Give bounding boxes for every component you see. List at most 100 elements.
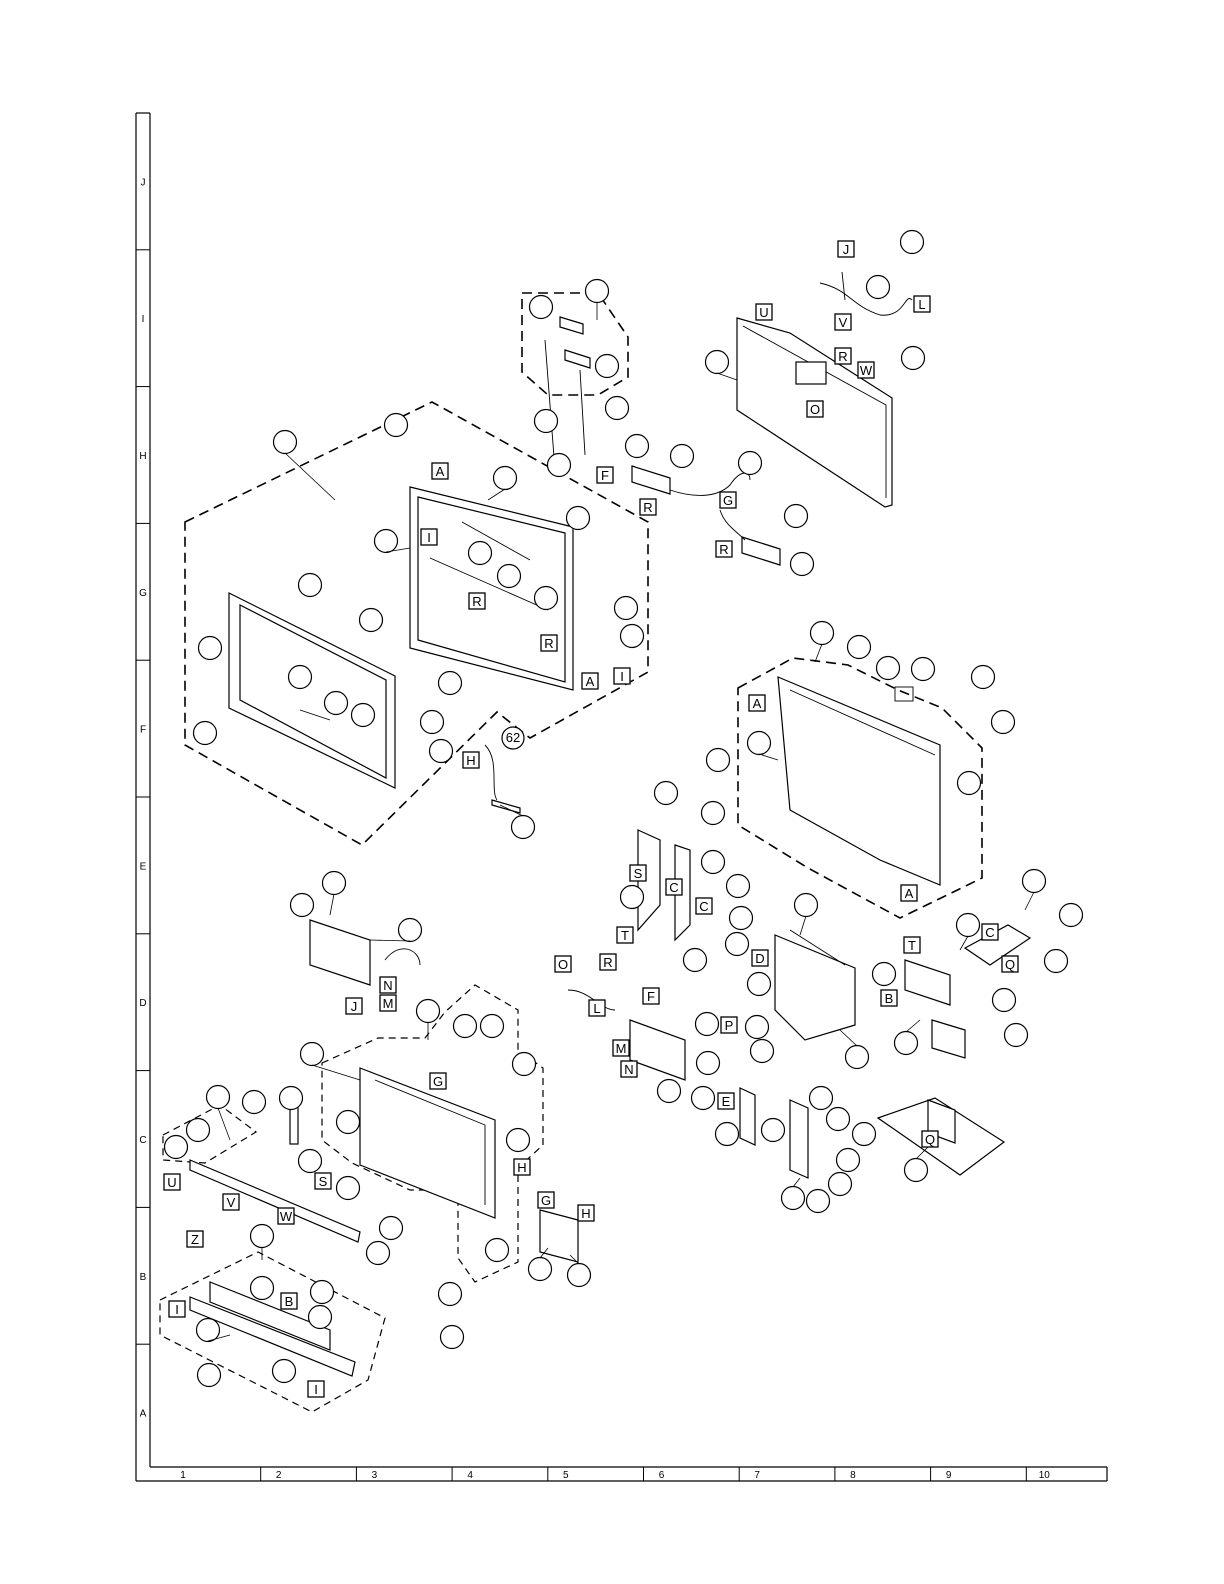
svg-text:I: I [175,1302,179,1317]
callout-bubble [829,1173,852,1196]
svg-text:O: O [558,957,568,972]
label-box-w: W [858,362,874,378]
callout-bubble [621,625,644,648]
callout-bubble [791,553,814,576]
label-box-j: J [838,241,854,257]
callout-bubble [1023,870,1046,893]
column-label: 5 [563,1470,569,1481]
callout-bubble [299,1150,322,1173]
callout-bubble [507,1129,530,1152]
svg-text:R: R [472,594,481,609]
callout-bubble [596,355,619,378]
callout-bubble [352,704,375,727]
leader-line [488,489,505,500]
callout-bubble [198,1364,221,1387]
label-box-s: S [630,865,646,881]
column-label: 8 [850,1470,856,1481]
callout-bubble [895,1032,918,1055]
label-box-a: A [901,885,917,901]
leader-line [800,916,806,935]
callout-bubble [1060,904,1083,927]
callout-bubble [274,431,297,454]
callout-bubble [877,657,900,680]
svg-text:Q: Q [925,1132,935,1147]
callout-bubble [707,749,730,772]
callout-bubble [567,507,590,530]
label-box-f: F [597,467,613,483]
svg-text:D: D [755,951,764,966]
column-label: 2 [276,1470,282,1481]
label-box-v: V [223,1194,239,1210]
row-label: C [139,1135,146,1146]
svg-text:C: C [699,899,708,914]
callout-bubble [430,740,453,763]
callout-bubble [251,1225,274,1248]
callout-bubble [337,1111,360,1134]
svg-text:M: M [383,996,394,1011]
callout-bubble [902,347,925,370]
svg-text:P: P [725,1018,734,1033]
leader-line [793,1178,800,1187]
svg-text:R: R [544,636,553,651]
callout-bubble [568,1264,591,1287]
label-box-r: R [600,954,616,970]
callout-bubble [325,692,348,715]
callout-bubble [958,772,981,795]
callout-bubble [197,1319,220,1342]
row-label: D [139,998,146,1009]
callout-bubble [1005,1024,1028,1047]
callout-bubble [748,732,771,755]
svg-text:Q: Q [1005,957,1015,972]
callout-bubble [606,397,629,420]
svg-text:L: L [593,1001,600,1016]
callout-bubble [785,505,808,528]
row-label: G [139,588,147,599]
callout-bubble [692,1087,715,1110]
svg-text:H: H [517,1160,526,1175]
label-box-f: F [643,988,659,1004]
svg-text:W: W [860,363,873,378]
svg-text:C: C [669,880,678,895]
callout-bubble [375,530,398,553]
callout-bubble [702,851,725,874]
callout-bubble [243,1091,266,1114]
row-label: H [139,451,146,462]
callout-bubble [621,886,644,909]
svg-text:O: O [810,402,820,417]
svg-text:R: R [603,955,612,970]
label-box-c: C [696,898,712,914]
label-box-a: A [582,673,598,689]
label-box-l: L [914,296,930,312]
grid-frame [136,113,1107,1481]
parts-drawing [190,272,1030,1376]
svg-text:W: W [280,1209,293,1224]
label-box-i: I [169,1301,185,1317]
callout-bubble [992,711,1015,734]
callout-bubble [1045,950,1068,973]
svg-text:R: R [838,349,847,364]
leader-line [1025,892,1034,910]
svg-text:S: S [634,866,643,881]
callout-bubble [912,658,935,681]
label-box-w: W [278,1208,294,1224]
leader-line [312,1065,360,1080]
callout-bubble [615,597,638,620]
callout-bubble [199,637,222,660]
callout-bubble [194,722,217,745]
svg-text:U: U [167,1175,176,1190]
callout-bubble [807,1190,830,1213]
callout-bubble [530,296,553,319]
svg-text:M: M [616,1041,627,1056]
label-box-t: T [904,937,920,953]
label-box-r: R [469,593,485,609]
callout-bubble [727,875,750,898]
svg-text:I: I [620,669,624,684]
callout-bubble [301,1043,324,1066]
svg-text:A: A [436,464,445,479]
callout-bubble [730,907,753,930]
label-box-p: P [721,1017,737,1033]
callout-bubble [187,1119,210,1142]
svg-text:R: R [643,500,652,515]
callout-bubble [762,1119,785,1142]
